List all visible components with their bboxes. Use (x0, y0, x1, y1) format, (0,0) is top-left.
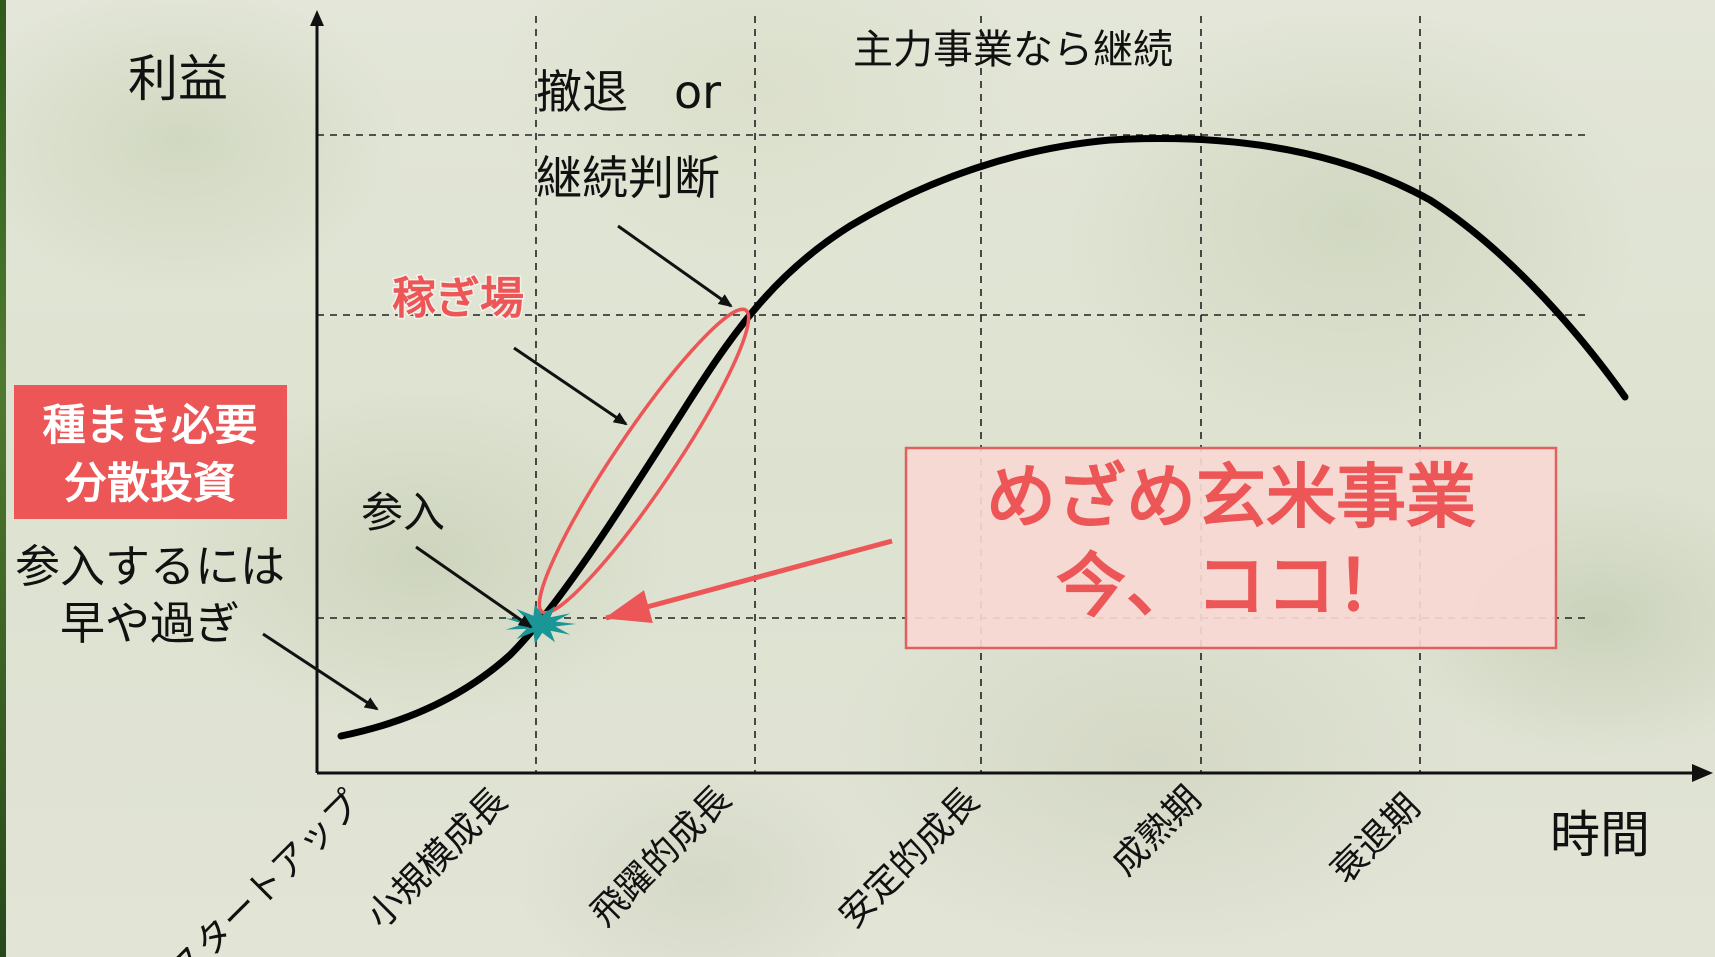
too-early-label-line1: 参入するには (15, 540, 285, 593)
stage-label-decline: 衰退期 (1323, 786, 1428, 891)
earning-zone-label: 稼ぎ場 (392, 273, 524, 324)
y-axis-arrowhead (310, 10, 324, 26)
decision-label-line1: 撤退 or (536, 65, 721, 119)
entry-point-burst (505, 604, 576, 644)
stage-label-startup: スタートアップ (162, 783, 369, 957)
callout-background (904, 446, 1558, 650)
earning-pointer-arrow (513, 346, 628, 426)
lifecycle-curve (337, 135, 1629, 740)
entry-label: 参入 (361, 488, 445, 537)
callout-line1: めざめ玄米事業 (986, 456, 1476, 538)
entry-pointer-arrow (415, 545, 533, 629)
seed-box-line1: 種まき必要 (43, 401, 258, 451)
stage-label-rapid-growth: 飛躍的成長 (583, 778, 739, 934)
seed-box-line2: 分散投資 (64, 459, 236, 509)
left-edge-stripe (0, 0, 6, 957)
y-axis-label: 利益 (128, 50, 228, 108)
decision-pointer-arrow (617, 224, 733, 308)
current-position-callout: めざめ玄米事業 今、ココ！ (904, 446, 1558, 650)
too-early-pointer-arrow (262, 632, 379, 711)
stage-labels: スタートアップ 小規模成長 飛躍的成長 安定的成長 成熟期 衰退期 (162, 778, 1428, 957)
main-business-label: 主力事業なら継続 (853, 27, 1173, 73)
seed-box-background (14, 385, 287, 519)
callout-arrow (604, 538, 893, 623)
decision-label-line2: 継続判断 (536, 151, 720, 205)
seed-investment-box: 種まき必要 分散投資 (14, 385, 287, 519)
stage-divider-lines (535, 16, 1421, 773)
x-axis-arrowhead (1692, 764, 1713, 782)
x-axis-label: 時間 (1550, 806, 1650, 864)
stage-label-small-growth: 小規模成長 (359, 780, 515, 936)
callout-line2: 今、ココ！ (1056, 545, 1406, 627)
earning-zone-ellipse (537, 307, 751, 615)
stage-label-maturity: 成熟期 (1104, 778, 1209, 883)
too-early-label-line2: 早や過ぎ (60, 597, 240, 650)
stage-label-stable-growth: 安定的成長 (831, 780, 987, 936)
